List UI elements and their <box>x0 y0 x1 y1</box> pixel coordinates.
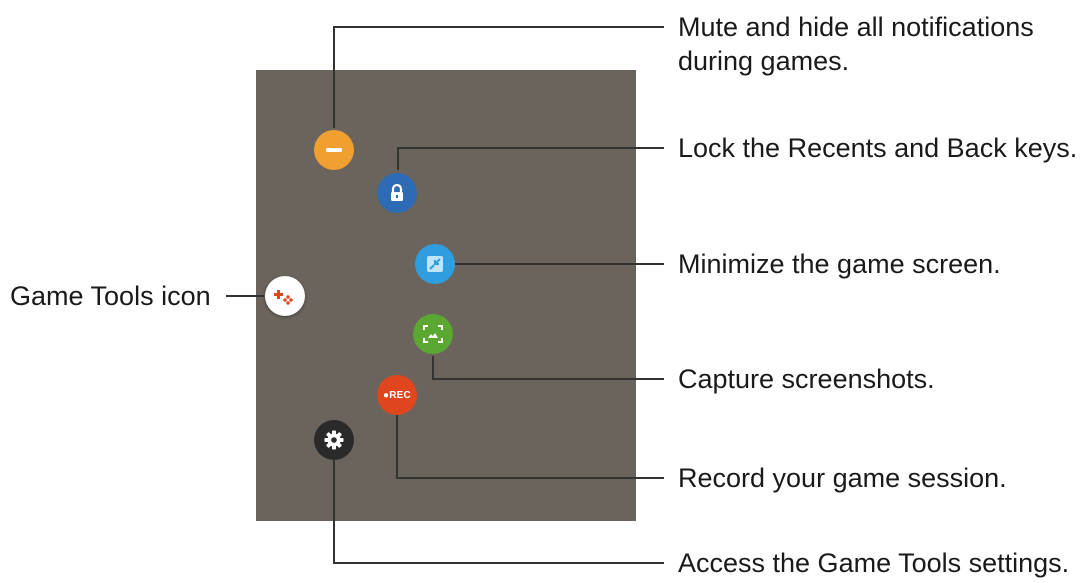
label-mute-line2: during games. <box>678 46 850 76</box>
label-capture: Capture screenshots. <box>678 364 935 394</box>
label-record: Record your game session. <box>678 463 1007 493</box>
capture-screenshot-button[interactable] <box>413 314 453 354</box>
gear-icon <box>324 430 344 450</box>
minimize-screen-button[interactable] <box>415 244 455 284</box>
game-tools-button[interactable] <box>265 276 305 316</box>
label-mute: Mute and hide all notifications during g… <box>678 10 1034 78</box>
screenshot-icon <box>423 325 443 343</box>
label-mute-line1: Mute and hide all notifications <box>678 12 1034 42</box>
label-lock: Lock the Recents and Back keys. <box>678 133 1078 163</box>
minimize-icon <box>427 256 443 272</box>
callout-line-settings <box>333 460 664 564</box>
label-settings: Access the Game Tools settings. <box>678 548 1070 578</box>
callout-line-capture <box>432 356 664 380</box>
lock-keys-button[interactable] <box>377 173 417 213</box>
callout-line-record <box>396 414 664 479</box>
label-minimize: Minimize the game screen. <box>678 249 1001 279</box>
minus-circle-icon <box>326 148 342 152</box>
callout-line-lock <box>397 147 664 170</box>
game-tools-settings-button[interactable] <box>314 420 354 460</box>
callout-line-mute <box>333 26 664 128</box>
label-game-tools: Game Tools icon <box>10 281 211 311</box>
gamepad-icon <box>274 290 293 305</box>
record-session-button[interactable]: ●REC <box>377 375 417 415</box>
lock-icon <box>391 183 403 201</box>
mute-notifications-button[interactable] <box>314 130 354 170</box>
record-icon: ●REC <box>383 389 411 401</box>
